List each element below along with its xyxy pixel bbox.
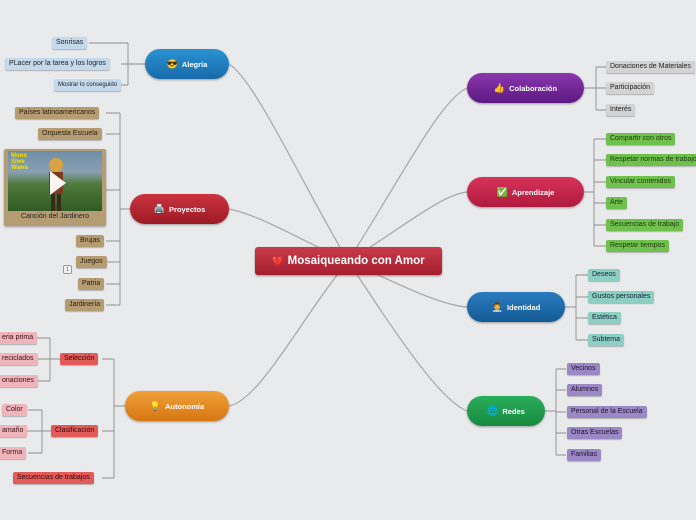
subtopic-mostrar[interactable]: Mostrar lo conseguido: [54, 79, 122, 91]
subtopic-alumnos[interactable]: Alumnos: [567, 384, 603, 396]
subtopic-seleccion[interactable]: Selección: [60, 353, 99, 365]
globe-icon: 🌐: [487, 405, 499, 416]
subtopic-estetica[interactable]: Estética: [588, 312, 621, 324]
topic-alegria[interactable]: 😎 Alegría: [145, 49, 229, 79]
thumbs-up-icon: 👍: [493, 82, 506, 93]
video-caption: Canción del Jardinero: [20, 213, 90, 220]
topic-aprendizaje-label: Aprendizaje: [511, 187, 555, 197]
video-title-text: Mono Siwe Wawa: [11, 153, 28, 171]
subtopic-placer[interactable]: PLacer por la tarea y los logros: [5, 58, 110, 70]
subtopic-interes[interactable]: Interés: [606, 104, 636, 116]
topic-colaboracion[interactable]: 👍 Colaboración: [467, 73, 584, 103]
subtopic-tamano[interactable]: amaño: [0, 425, 28, 437]
subtopic-orquesta[interactable]: Orquesta Escuela: [38, 128, 102, 140]
subtopic-jardineria[interactable]: Jardinería: [65, 299, 105, 311]
connector-autonomia: [228, 260, 349, 407]
subtopic-respetar-tiempos[interactable]: Respetar tiempos: [606, 240, 669, 252]
subtopic-subtema[interactable]: Subtema: [588, 334, 625, 346]
subtopic-patria[interactable]: Patria: [78, 278, 105, 290]
connector-redes: [347, 260, 468, 412]
video-frame: Mono Siwe Wawa: [8, 151, 102, 211]
subtopic-respetar-normas[interactable]: Respetar normas de trabajo: [606, 154, 696, 166]
subtopic-personal[interactable]: Personal de la Escuela: [567, 406, 647, 418]
subtopic-secuencias[interactable]: Secuencias de trabajo: [606, 219, 684, 231]
subtopic-donaciones[interactable]: onaciones: [0, 375, 38, 387]
subtopic-donaciones-materiales[interactable]: Donaciones de Materiales: [606, 61, 695, 73]
topic-proyectos[interactable]: 🖨️ Proyectos: [130, 194, 229, 224]
subtopic-deseos[interactable]: Deseos: [588, 269, 620, 281]
topic-identidad-label: Identidad: [506, 302, 541, 312]
video-thumbnail[interactable]: Mono Siwe Wawa Canción del Jardinero: [4, 149, 106, 226]
sunglasses-face-icon: 😎: [166, 58, 178, 69]
info-marker-icon[interactable]: 1: [63, 265, 72, 274]
subtopic-clasificacion[interactable]: Clasificación: [51, 425, 99, 437]
subtopic-paises[interactable]: Países latinoamericanos: [15, 107, 100, 119]
subtopic-compartir[interactable]: Compartir con otros: [606, 133, 676, 145]
subtopic-forma[interactable]: Forma: [0, 447, 27, 459]
person-icon: 👨‍⚕️: [491, 301, 503, 312]
subtopic-vecinos[interactable]: Vecinos: [567, 363, 600, 375]
connector-colaboracion: [347, 87, 468, 262]
subtopic-sonrisas[interactable]: Sonrisas: [52, 37, 88, 49]
topic-alegria-label: Alegría: [181, 59, 208, 69]
heart-icon: 💔: [272, 255, 284, 266]
topic-autonomia-label: Autonomía: [165, 401, 205, 411]
subtopic-participacion[interactable]: Participación: [606, 82, 655, 94]
play-icon[interactable]: [50, 171, 66, 195]
subtopic-gustos[interactable]: Gustos personales: [588, 291, 655, 303]
topic-colaboracion-label: Colaboración: [509, 83, 558, 93]
topic-aprendizaje[interactable]: ✅ Aprendizaje: [467, 177, 584, 207]
topic-proyectos-label: Proyectos: [168, 204, 206, 214]
subtopic-reciclados[interactable]: reciclados: [0, 353, 38, 365]
topic-redes-label: Redes: [502, 406, 525, 416]
topic-redes[interactable]: 🌐 Redes: [467, 396, 545, 426]
topic-identidad[interactable]: 👨‍⚕️ Identidad: [467, 292, 565, 322]
printer-icon: 🖨️: [153, 203, 165, 214]
check-circle-icon: ✅: [496, 186, 508, 197]
topic-autonomia[interactable]: 💡 Autonomía: [125, 391, 229, 421]
connector-alegria: [228, 63, 349, 262]
subtopic-vincular[interactable]: Vincular contenidos: [606, 176, 675, 188]
subtopic-brujas[interactable]: Brujas: [76, 235, 104, 247]
subtopic-familias[interactable]: Familias: [567, 449, 602, 461]
subtopic-materia-prima[interactable]: eria prima: [0, 332, 38, 344]
central-topic[interactable]: 💔 Mosaiqueando con Amor: [255, 247, 442, 275]
subtopic-juegos[interactable]: Juegos: [76, 256, 107, 268]
subtopic-arte[interactable]: Arte: [606, 197, 627, 209]
lightbulb-icon: 💡: [149, 400, 162, 411]
central-topic-label: Mosaiqueando con Amor: [287, 255, 425, 267]
subtopic-secuencias-trabajos[interactable]: Secuencias de trabajos: [13, 472, 94, 484]
subtopic-otras-escuelas[interactable]: Otras Escuelas: [567, 427, 623, 439]
subtopic-color[interactable]: Color: [2, 404, 27, 416]
